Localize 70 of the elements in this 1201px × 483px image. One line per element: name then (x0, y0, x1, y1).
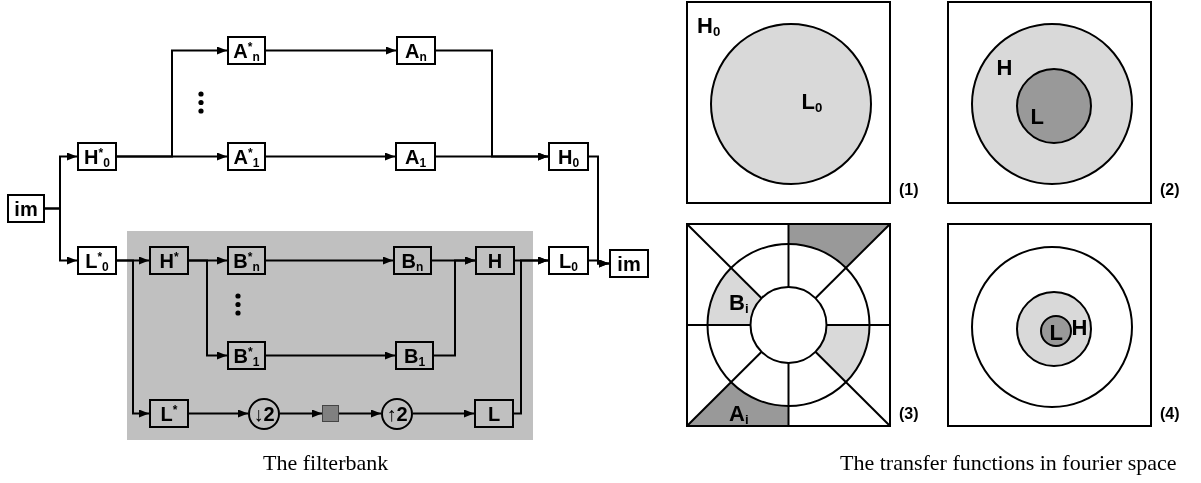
arrow (433, 256, 476, 357)
filter-label: B$_{1}$ (403, 345, 426, 366)
filter-box (7, 194, 45, 223)
region-label: A$_{i}$ (729, 403, 749, 425)
filter-box (77, 142, 117, 171)
filter-box (548, 246, 589, 275)
region-label: H (1071, 317, 1088, 339)
arrow (513, 256, 549, 415)
filter-box (396, 36, 436, 65)
arrow (188, 259, 228, 360)
caption: The transfer functions in fourier space (840, 450, 1177, 476)
filter-box (227, 246, 266, 275)
filter-label: L (487, 403, 501, 424)
arrow (338, 409, 382, 418)
filter-label: H$_{0}$ (557, 146, 580, 167)
filter-box (395, 142, 436, 171)
filter-box (77, 246, 117, 275)
region-label: L$_{0}$ (801, 91, 823, 113)
region-label: L (1030, 106, 1044, 128)
filter-box (475, 246, 515, 275)
filter-box (548, 142, 589, 171)
spectrum-frame (947, 1, 1152, 204)
filter-box (395, 341, 434, 370)
filter-label: im (617, 253, 641, 274)
arrow (44, 207, 78, 265)
arrow (188, 409, 249, 418)
filter-box (149, 246, 189, 275)
filter-label: ↑2 (386, 403, 408, 424)
panel-number: (3) (899, 405, 919, 423)
panel-number: (1) (899, 181, 919, 199)
arrow (265, 46, 397, 55)
filter-box (393, 246, 432, 275)
filter-box (227, 36, 266, 65)
region-label: H (996, 57, 1013, 79)
filter-box (227, 142, 266, 171)
arrow (265, 256, 394, 265)
arrow (116, 259, 150, 418)
arrow (435, 152, 549, 161)
panel-number: (4) (1160, 405, 1180, 423)
caption: The filterbank (263, 450, 389, 476)
filter-label: L$^{*}$ (160, 403, 178, 424)
filter-box (149, 399, 189, 428)
filter-label: H$^{*}$ (159, 250, 179, 271)
band-disc (1039, 315, 1072, 347)
filter-label: B$_{n}$ (401, 250, 424, 271)
arrow (265, 351, 396, 360)
downsample-circle (248, 397, 280, 430)
small-square (322, 405, 339, 422)
region-label: B$_{i}$ (729, 292, 749, 314)
region-label: L (1049, 322, 1063, 344)
filter-label: ↓2 (253, 403, 275, 424)
arrow (412, 409, 475, 418)
filter-box (474, 399, 514, 428)
filter-box (227, 341, 266, 370)
filter-label: A$_{1}$ (404, 146, 427, 167)
arrow (279, 409, 323, 418)
upsample-circle (381, 397, 413, 430)
filter-box (609, 249, 649, 278)
arrow (265, 152, 396, 161)
filter-label: L$_{0}$ (559, 250, 578, 271)
arrow (588, 259, 610, 268)
spectrum-frame (686, 1, 891, 204)
filter-label: H (487, 250, 503, 271)
panel-number: (2) (1160, 181, 1180, 199)
spectrum-frame (947, 223, 1152, 427)
region-label: H$_{0}$ (697, 15, 721, 37)
filter-label: im (14, 198, 38, 219)
filter-label: A$_{n}$ (405, 40, 427, 61)
arrow (116, 152, 228, 161)
recursion-panel (127, 231, 533, 440)
